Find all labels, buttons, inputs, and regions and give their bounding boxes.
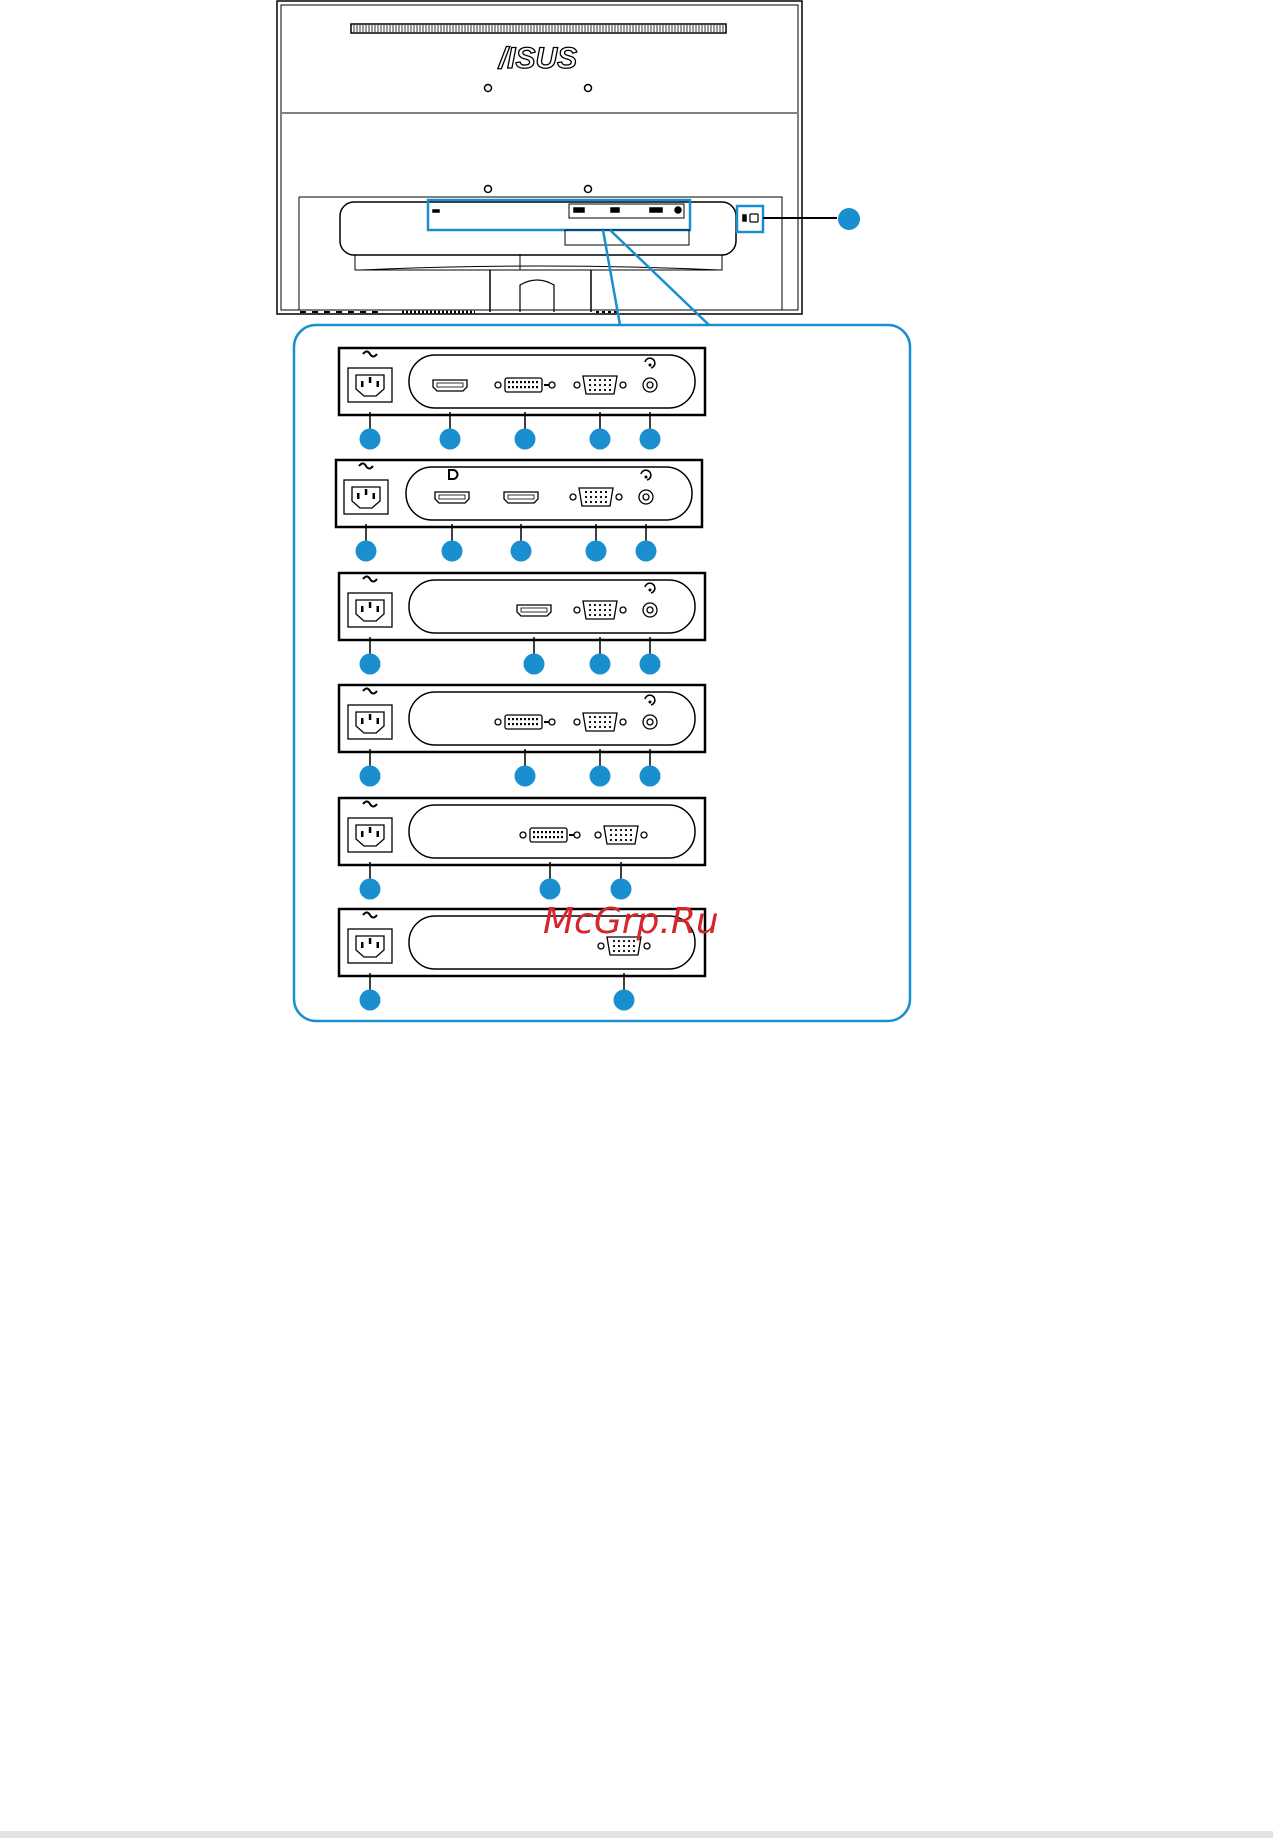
callout-dot-vga [586, 541, 607, 562]
kensington-lock-icon [750, 214, 758, 222]
port-panel-4 [339, 685, 705, 787]
callout-dot-power [360, 429, 381, 450]
callout-dot-hdmi [524, 654, 545, 675]
brand-logo: /ISUS [497, 42, 577, 75]
callout-dot-audio [640, 766, 661, 787]
callout-dot-power [356, 541, 377, 562]
top-vent [351, 24, 726, 33]
callout-dot-lock [838, 208, 860, 230]
callout-dot-power [360, 879, 381, 900]
callout-dot-audio [636, 541, 657, 562]
callout-dot-dvi [515, 766, 536, 787]
port-panel-5 [339, 798, 705, 900]
callout-dot-dvi [540, 879, 561, 900]
port-panel-2 [336, 460, 702, 562]
port-panel-3 [339, 573, 705, 675]
watermark-text: McGrp.Ru [543, 901, 719, 942]
zoom-connector [603, 230, 709, 325]
port-panel-1 [339, 348, 705, 450]
callout-dot-dvi [515, 429, 536, 450]
callout-dot-hdmi [440, 429, 461, 450]
callout-dot-audio [640, 429, 661, 450]
callout-dot-vga [590, 429, 611, 450]
callout-dot-vga [590, 766, 611, 787]
callout-dot-power [360, 990, 381, 1011]
callout-dot-vga [614, 990, 635, 1011]
callout-dot-vga [611, 879, 632, 900]
callout-dot-audio [640, 654, 661, 675]
footer-bar [0, 1831, 1273, 1838]
callout-dot-displayport [442, 541, 463, 562]
callout-dot-vga [590, 654, 611, 675]
callout-dot-power [360, 654, 381, 675]
callout-dot-power [360, 766, 381, 787]
callout-dot-hdmi [511, 541, 532, 562]
